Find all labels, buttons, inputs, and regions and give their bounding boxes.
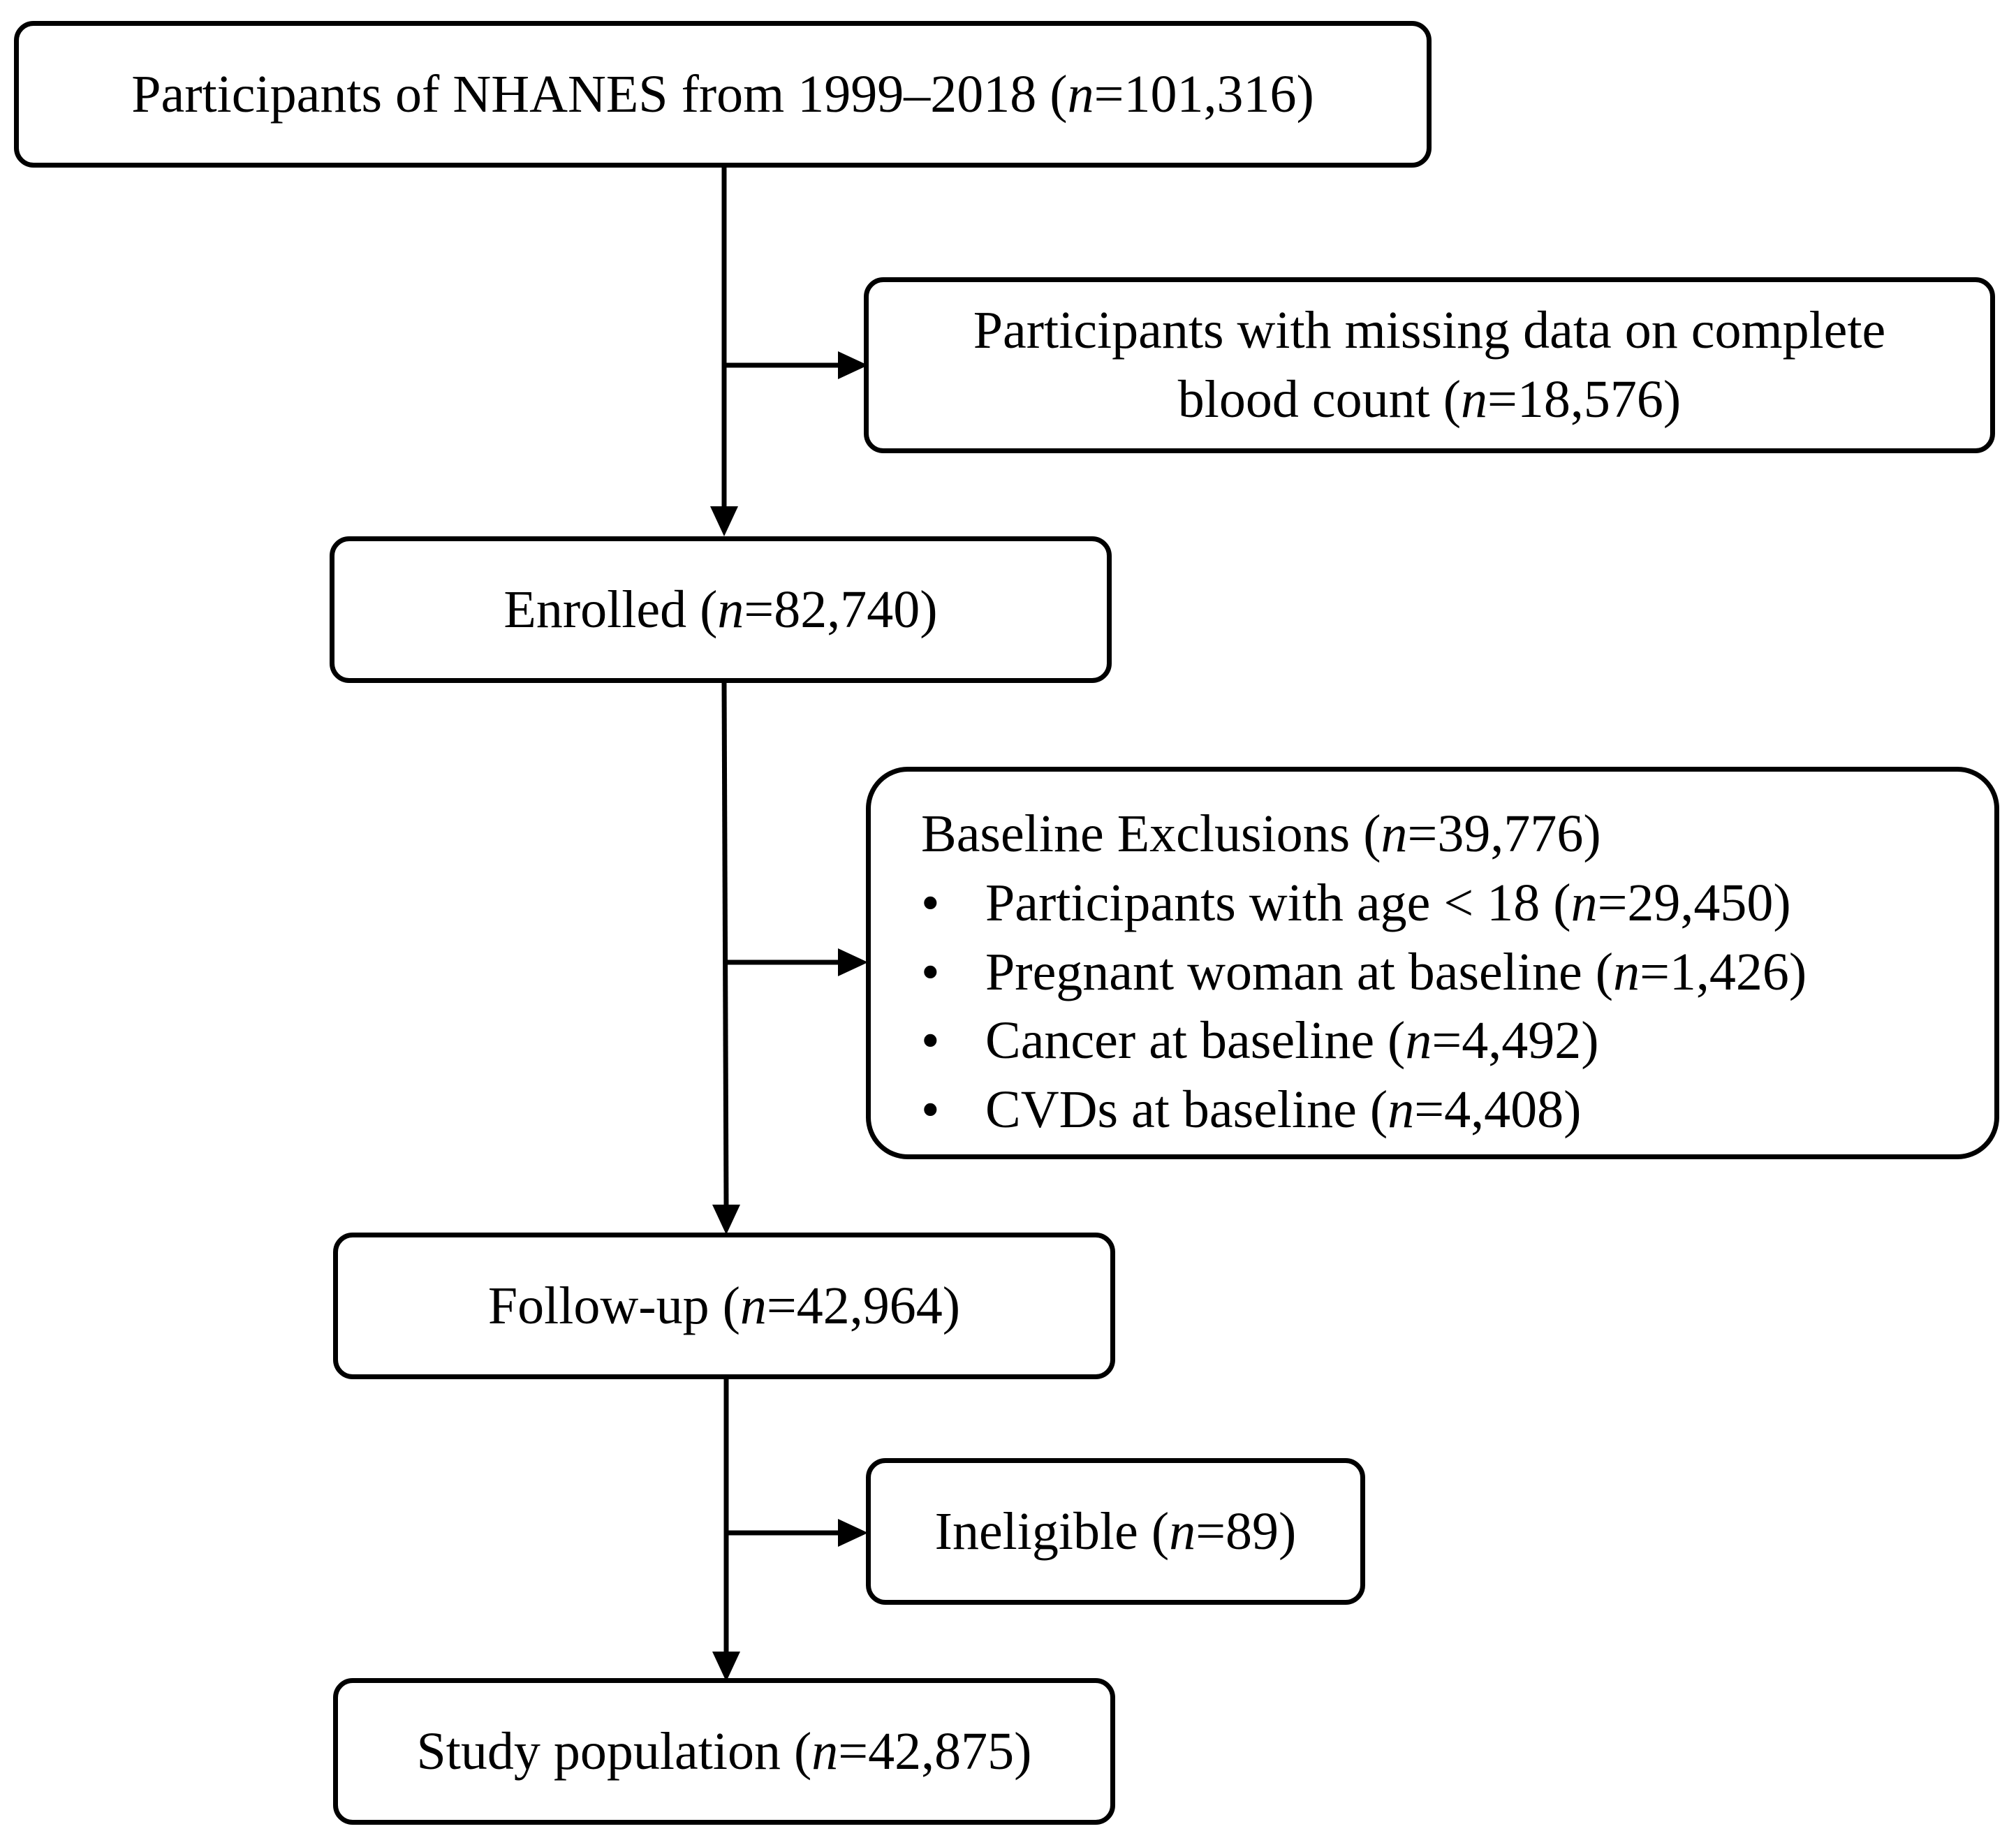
missing-cbc-n-symbol: n xyxy=(1461,370,1488,429)
arrowhead-right-ineligible xyxy=(838,1519,868,1547)
arrowhead-down-study xyxy=(712,1652,740,1682)
baseline-exclusions-count: =39,776) xyxy=(1407,804,1601,863)
exclusion-item-n-symbol: n xyxy=(1405,1011,1432,1071)
bullet-icon: • xyxy=(921,1011,940,1071)
follow-up-n-symbol: n xyxy=(740,1276,767,1335)
enrolled-label: Enrolled ( xyxy=(503,580,718,639)
ineligible-label: Ineligible ( xyxy=(934,1501,1170,1561)
arrowhead-right-baseline xyxy=(838,948,868,976)
enrolled-box: Enrolled (n=82,740) xyxy=(330,536,1112,683)
follow-up-count: =42,964) xyxy=(766,1276,961,1335)
participants-box: Participants of NHANES from 1999–2018 (n… xyxy=(14,21,1432,168)
follow-up-label: Follow-up ( xyxy=(487,1276,740,1335)
ineligible-n-symbol: n xyxy=(1169,1501,1196,1561)
participants-text: Participants of NHANES from 1999–2018 (n… xyxy=(131,60,1314,129)
arrowhead-down-followup xyxy=(712,1205,740,1235)
ineligible-box: Ineligible (n=89) xyxy=(866,1458,1365,1605)
study-population-n-symbol: n xyxy=(811,1721,839,1781)
exclusion-item-n-symbol: n xyxy=(1570,873,1598,932)
ineligible-count: =89) xyxy=(1195,1501,1297,1561)
missing-cbc-line2: blood count (n=18,576) xyxy=(973,365,1886,434)
study-population-text: Study population (n=42,875) xyxy=(417,1717,1032,1786)
participants-n-symbol: n xyxy=(1067,64,1094,124)
connector-enrolled-to-followup xyxy=(721,682,729,1207)
ineligible-text: Ineligible (n=89) xyxy=(935,1497,1297,1566)
follow-up-text: Follow-up (n=42,964) xyxy=(488,1272,960,1341)
enrolled-count: =82,740) xyxy=(744,580,938,639)
exclusion-item-n-symbol: n xyxy=(1613,942,1640,1001)
bullet-icon: • xyxy=(921,942,940,1001)
bullet-icon: • xyxy=(921,873,940,932)
exclusion-item-label: CVDs at baseline ( xyxy=(985,1080,1388,1140)
arrowhead-down-enrolled xyxy=(710,506,738,536)
missing-cbc-count: =18,576) xyxy=(1487,370,1682,429)
exclusion-item-count: =1,426) xyxy=(1640,942,1807,1001)
missing-cbc-line1: Participants with missing data on comple… xyxy=(973,301,1886,360)
enrolled-text: Enrolled (n=82,740) xyxy=(503,575,937,645)
exclusion-item-label: Pregnant woman at baseline ( xyxy=(985,942,1614,1001)
exclusion-item-count: =29,450) xyxy=(1597,873,1791,932)
exclusion-item-count: =4,492) xyxy=(1432,1011,1599,1071)
study-population-label: Study population ( xyxy=(416,1721,812,1781)
exclusion-item-label: Participants with age < 18 ( xyxy=(985,873,1571,932)
exclusion-item-cancer: • Cancer at baseline (n=4,492) xyxy=(921,1006,1994,1075)
bullet-icon: • xyxy=(921,1080,940,1140)
missing-cbc-box: Participants with missing data on comple… xyxy=(864,277,1995,453)
exclusion-item-pregnant: • Pregnant woman at baseline (n=1,426) xyxy=(921,938,1994,1007)
participants-count: =101,316) xyxy=(1094,64,1314,124)
participants-label: Participants of NHANES from 1999–2018 ( xyxy=(131,64,1068,124)
exclusion-item-count: =4,408) xyxy=(1414,1080,1582,1140)
follow-up-box: Follow-up (n=42,964) xyxy=(333,1233,1115,1379)
study-population-box: Study population (n=42,875) xyxy=(333,1678,1115,1825)
exclusion-item-age: • Participants with age < 18 (n=29,450) xyxy=(921,869,1994,938)
study-population-count: =42,875) xyxy=(838,1721,1032,1781)
baseline-exclusions-label: Baseline Exclusions ( xyxy=(921,804,1381,863)
baseline-exclusions-heading: Baseline Exclusions (n=39,776) xyxy=(921,800,1994,869)
exclusion-item-n-symbol: n xyxy=(1388,1080,1415,1140)
arrowhead-right-missing xyxy=(838,351,868,379)
exclusion-item-label: Cancer at baseline ( xyxy=(985,1011,1406,1071)
enrolled-n-symbol: n xyxy=(717,580,744,639)
missing-cbc-label: blood count ( xyxy=(1177,370,1462,429)
baseline-exclusions-box: Baseline Exclusions (n=39,776) • Partici… xyxy=(866,767,1999,1159)
exclusion-item-cvd: • CVDs at baseline (n=4,408) xyxy=(921,1075,1994,1145)
baseline-exclusions-n-symbol: n xyxy=(1381,804,1408,863)
